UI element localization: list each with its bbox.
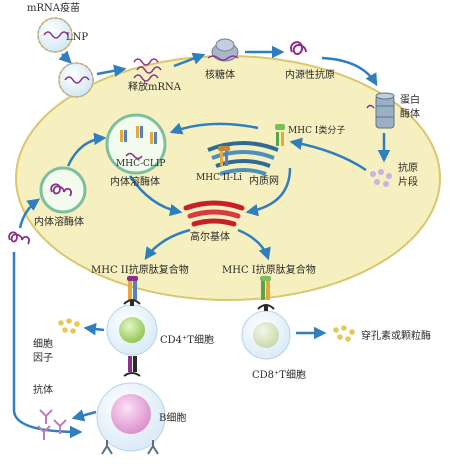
golgi-icon bbox=[183, 200, 245, 227]
label-mhc2-li: MHC II-Li bbox=[196, 173, 242, 183]
antibody-icons bbox=[37, 409, 67, 440]
mhc1-complex-icon bbox=[260, 276, 271, 300]
arrow-to-ribosome bbox=[173, 52, 206, 68]
label-mhc1-complex: MHC I抗原肽复合物 bbox=[222, 265, 316, 276]
arrow-golgi-to-mhc1 bbox=[237, 228, 271, 261]
label-cytokine-line1: 细胞 bbox=[33, 339, 53, 350]
label-proteasome-line1: 蛋白 bbox=[400, 95, 420, 106]
label-endolysosome-lower: 内体溶酶体 bbox=[34, 217, 84, 228]
perforin-dots bbox=[333, 325, 355, 342]
arrow-to-proteasome bbox=[321, 56, 378, 87]
arrow-lower-to-upper-endolysosome bbox=[66, 132, 107, 167]
label-proteasome-line2: 酶体 bbox=[400, 109, 420, 120]
label-mrna-vaccine: mRNA疫苗 bbox=[27, 3, 80, 14]
label-b-cell: B细胞 bbox=[159, 413, 187, 424]
cytokine-dots bbox=[58, 318, 80, 334]
arrow-fragments-to-er bbox=[289, 137, 367, 172]
arrow-mrna-to-bcell bbox=[12, 252, 83, 439]
arrow-golgi-to-mhc2 bbox=[144, 228, 191, 261]
label-mhc-clip: MHC-CLIP bbox=[116, 159, 166, 169]
released-mrna-icon bbox=[133, 58, 162, 82]
antigen-fragments-icon bbox=[370, 169, 392, 187]
label-mhc1-molecule: MHC I类分子 bbox=[288, 126, 346, 136]
arrow-to-mrna bbox=[96, 64, 127, 77]
label-golgi: 高尔基体 bbox=[190, 232, 230, 243]
mhc2-li-icon bbox=[218, 146, 230, 166]
ribosome-icon bbox=[207, 38, 239, 62]
endolysosome-lower-icon bbox=[39, 166, 87, 214]
cd8-t-cell bbox=[241, 304, 291, 360]
label-released-mrna: 释放mRNA bbox=[128, 82, 181, 93]
label-antibody: 抗体 bbox=[33, 385, 53, 396]
label-cd4-t-cell: CD4⁺T细胞 bbox=[160, 335, 214, 346]
proteasome-icon bbox=[366, 92, 395, 129]
cd4-t-cell bbox=[106, 299, 158, 356]
label-er: 内质网 bbox=[249, 176, 279, 187]
arrow-cd4-to-cytokine bbox=[83, 322, 105, 336]
extracellular-mrna-icon bbox=[8, 231, 30, 245]
label-lnp: LNP bbox=[66, 32, 89, 43]
arrow-er-to-endolysosome bbox=[169, 122, 259, 135]
label-mhc2-complex: MHC II抗原肽复合物 bbox=[91, 265, 189, 276]
label-endogenous-antigen: 内源性抗原 bbox=[285, 70, 335, 81]
label-cd8-t-cell: CD8⁺T细胞 bbox=[252, 370, 306, 381]
endogenous-antigen-icon bbox=[290, 41, 307, 55]
label-endolysosome-upper: 内体溶酶体 bbox=[110, 177, 160, 188]
label-perforin: 穿孔素或颗粒酶 bbox=[361, 331, 431, 342]
arrow-lnp-entry bbox=[58, 50, 72, 64]
cd4-bcell-link bbox=[123, 356, 141, 377]
label-ribosome: 核糖体 bbox=[205, 70, 235, 81]
label-cytokine-line2: 因子 bbox=[33, 353, 53, 364]
b-cell bbox=[96, 382, 166, 455]
lnp-particle-inside bbox=[58, 62, 94, 98]
arrow-mrna-to-endolysosome bbox=[18, 198, 41, 229]
label-antigen-fragment-line2: 片段 bbox=[398, 177, 418, 188]
label-antigen-fragment-line1: 抗原 bbox=[398, 163, 418, 174]
arrow-bcell-to-antibody bbox=[71, 409, 97, 422]
lnp-particle-outside bbox=[37, 17, 73, 53]
arrow-endolysosome-to-golgi bbox=[128, 175, 183, 217]
mhc1-molecule-icon bbox=[275, 124, 285, 146]
arrow-er-to-golgi bbox=[245, 167, 292, 217]
endolysosome-upper-icon bbox=[105, 113, 167, 175]
mhc2-complex-icon bbox=[127, 276, 138, 300]
